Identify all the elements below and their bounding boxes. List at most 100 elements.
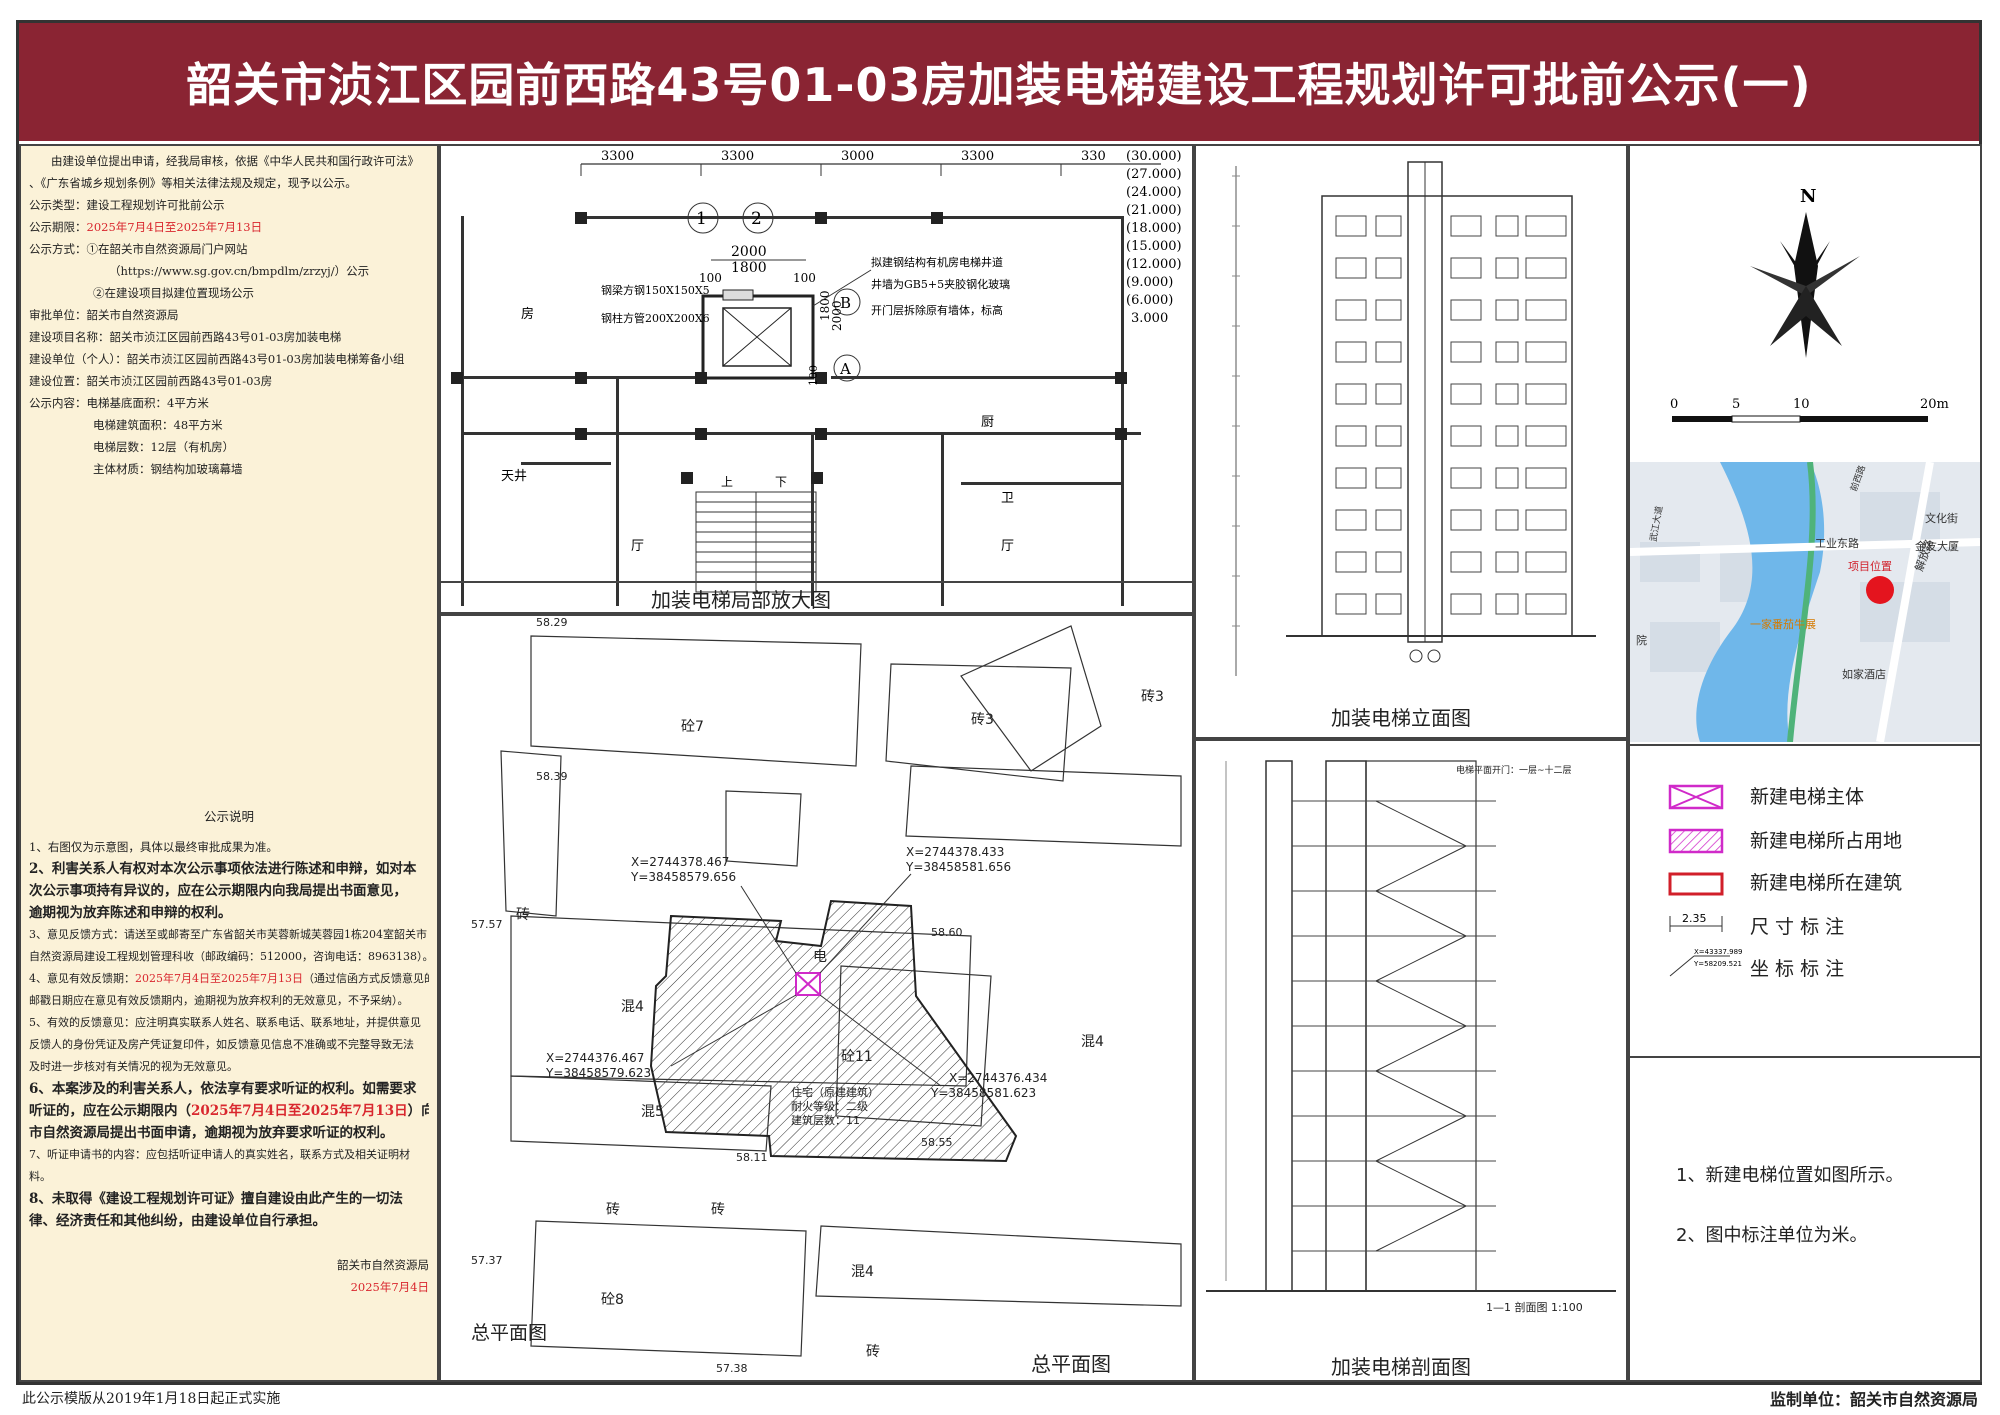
spot-4: 58.60 [931, 926, 963, 939]
caption-elevation: 加装电梯立面图 [1331, 706, 1471, 730]
notice-area: 电梯建筑面积：48平方米 [93, 418, 223, 432]
note-steel-2: 钢柱方管200X200X6 [601, 311, 710, 325]
scale-0: 0 [1670, 397, 1678, 412]
elev-7: (12.000) [1126, 257, 1182, 272]
caption-detail: 加装电梯局部放大图 [651, 588, 831, 612]
spot-1: 58.29 [536, 616, 568, 629]
map-road-1: 工业东路 [1815, 537, 1859, 550]
notice-method: 公示方式：①在韶关市自然资源局门户网站 [29, 242, 248, 256]
site-label-h4a: 混4 [621, 999, 644, 1015]
coord-1-y: Y=38458579.656 [630, 870, 736, 884]
room-ting-2: 厅 [1001, 539, 1014, 554]
caption-site-inner: 总平面图 [471, 1322, 548, 1344]
notice-approver: 审批单位：韶关市自然资源局 [29, 308, 179, 322]
notice-project: 建设项目名称：韶关市浈江区园前西路43号01-03房加装电梯 [29, 330, 342, 344]
right-panel: N 0 5 10 20m 工业东路 解放路 文化街 项目位置 金友大厦 一家番 [1628, 144, 1982, 1382]
notice-material: 主体材质：钢结构加玻璃幕墙 [93, 462, 243, 476]
spot-2: 58.39 [536, 770, 568, 783]
notice-panel: 由建设单位提出申请，经我局审核，依据《中华人民共和国行政许可法》 、《广东省城乡… [19, 144, 439, 1382]
site-label-zh3: 砖 [711, 1202, 725, 1218]
axis-2-label: 2 [751, 209, 762, 229]
detail-plan-panel: 3300 3300 3000 3300 330 [439, 144, 1194, 614]
legend-coord-sample-x: X=43337.989 [1694, 948, 1743, 956]
site-plan-panel: 砼7 砖3 砖3 混4 混4 混4 混5 砼11 砼8 砖 砖 砖 砖 电 58… [439, 614, 1194, 1382]
section-panel: 电梯平面开门：一层~十二层 1—1 剖面图 1:100 加装电梯剖面图 [1194, 739, 1628, 1382]
note-2: 2、图中标注单位为米。 [1676, 1225, 1868, 1246]
legend-item-5: 坐 标 标 注 [1750, 958, 1845, 980]
map-project-label: 项目位置 [1848, 559, 1892, 573]
dim-top-3: 3000 [841, 149, 874, 164]
notice-type: 公示类型：建设工程规划许可批前公示 [29, 198, 225, 212]
explain-2b: 次公示事项持有异议的，应在公示期限内向我局提出书面意见， [29, 883, 407, 899]
bldg-note-2: 耐火等级：二级 [791, 1099, 868, 1113]
footer-right: 监制单位：韶关市自然资源局 [1769, 1390, 1978, 1409]
legend-item-4: 尺 寸 标 注 [1750, 916, 1845, 938]
explain-6b-head: 听证的，应在公示期限内（ [29, 1103, 191, 1119]
dim-v1800: 1800 [818, 290, 832, 321]
stairs-up: 上 [721, 475, 733, 489]
notice-content: 公示内容：电梯基底面积：4平方米 [29, 396, 209, 410]
notice-intro-2: 、《广东省城乡规划条例》等相关法律法规及规定，现予以公示。 [29, 176, 357, 190]
caption-section: 加装电梯剖面图 [1331, 1355, 1471, 1379]
elevation-panel: 加装电梯立面图 [1194, 144, 1628, 739]
map-project-marker [1866, 576, 1894, 604]
explain-7b: 料。 [29, 1170, 51, 1183]
site-label-h5: 混5 [641, 1104, 664, 1120]
explain-6c: 市自然资源局提出书面申请，逾期视为放弃要求听证的权利。 [29, 1125, 394, 1141]
site-label-b7: 砼7 [681, 719, 704, 735]
site-label-b11: 砼11 [841, 1049, 873, 1065]
sign-org: 韶关市自然资源局 [337, 1258, 429, 1272]
caption-site: 总平面图 [1031, 1352, 1111, 1376]
site-label-h4c: 混4 [851, 1264, 874, 1280]
note-1: 1、新建电梯位置如图所示。 [1676, 1165, 1904, 1186]
notice-method-2: ②在建设项目拟建位置现场公示 [93, 286, 254, 300]
explain-title: 公示说明 [203, 809, 254, 824]
room-fang: 房 [521, 306, 534, 322]
period-label: 公示期限： [29, 220, 87, 234]
coord-2-y: Y=38458581.656 [905, 860, 1011, 874]
section-scale-note: 1—1 剖面图 1:100 [1486, 1300, 1583, 1314]
detail-plan-drawing: 3300 3300 3000 3300 330 [441, 149, 1192, 606]
north-label: N [1800, 186, 1816, 207]
bldg-note-1: 住宅（原建建筑） [791, 1085, 879, 1099]
explain-5c: 及时进一步核对有关情况的视为无效意见。 [29, 1060, 238, 1073]
explain-6b: 听证的，应在公示期限内（2025年7月4日至2025年7月13日）向韶关 [29, 1100, 429, 1122]
explain-5a: 5、有效的反馈意见：应注明真实联系人姓名、联系电话、联系地址，并提供意见 [29, 1016, 421, 1029]
room-ting-1: 厅 [631, 539, 644, 554]
notice-intro-1: 由建设单位提出申请，经我局审核，依据《中华人民共和国行政许可法》 [51, 154, 419, 168]
elev-4: (21.000) [1126, 203, 1182, 218]
scale-5: 5 [1732, 397, 1740, 412]
dim-top-4: 3300 [961, 149, 994, 164]
explain-8b: 律、经济责任和其他纠纷，由建设单位自行承担。 [29, 1213, 326, 1229]
map-road-3: 文化街 [1925, 511, 1958, 525]
elev-1: (30.000) [1126, 149, 1182, 164]
note-elevator-2: 井墙为GB5+5夹胶钢化玻璃 [871, 277, 1010, 291]
elev-2: (27.000) [1126, 167, 1182, 182]
dim-top-5: 330 [1081, 149, 1106, 164]
legend-dim-sample: 2.35 [1682, 912, 1707, 925]
site-label-zh4: 砖 [866, 1344, 880, 1360]
period-value: 2025年7月4日至2025年7月13日 [86, 220, 263, 234]
dim-top-2: 3300 [721, 149, 754, 164]
coord-1-x: X=2744378.467 [631, 855, 729, 869]
dim-100-b: 100 [793, 271, 816, 285]
site-label-zh2: 砖 [606, 1202, 620, 1218]
explain-4-label: 4、意见有效反馈期： [29, 972, 135, 985]
explain-5b: 反馈人的身份凭证及房产凭证复印件，如反馈意见信息不准确或不完整导致无法 [29, 1038, 414, 1051]
map-poi-4: 院 [1636, 633, 1647, 647]
legend-item-2: 新建电梯所占用地 [1750, 830, 1903, 852]
notice-spacer [29, 480, 429, 806]
explain-2c: 逾期视为放弃陈述和申辩的权利。 [29, 905, 232, 921]
note-steel-1: 钢梁方钢150X150X5 [601, 283, 710, 297]
explain-4-date: 2025年7月4日至2025年7月13日 [135, 972, 303, 985]
location-map[interactable]: 工业东路 解放路 文化街 项目位置 金友大厦 一家番茄牛展 如家酒店 院 武江大… [1630, 462, 1980, 742]
spot-7: 57.37 [471, 1254, 503, 1267]
map-poi-3: 如家酒店 [1842, 667, 1886, 681]
notice-method-url[interactable]: （https://www.sg.gov.cn/bmpdlm/zrzyj/）公示 [109, 264, 370, 278]
spot-5: 58.55 [921, 1136, 953, 1149]
dim-1800: 1800 [731, 260, 767, 276]
dim-v100: 100 [807, 365, 820, 386]
coord-2-x: X=2744378.433 [906, 845, 1004, 859]
notice-location: 建设位置：韶关市浈江区园前西路43号01-03房 [29, 374, 273, 388]
spot-6: 58.11 [736, 1151, 768, 1164]
